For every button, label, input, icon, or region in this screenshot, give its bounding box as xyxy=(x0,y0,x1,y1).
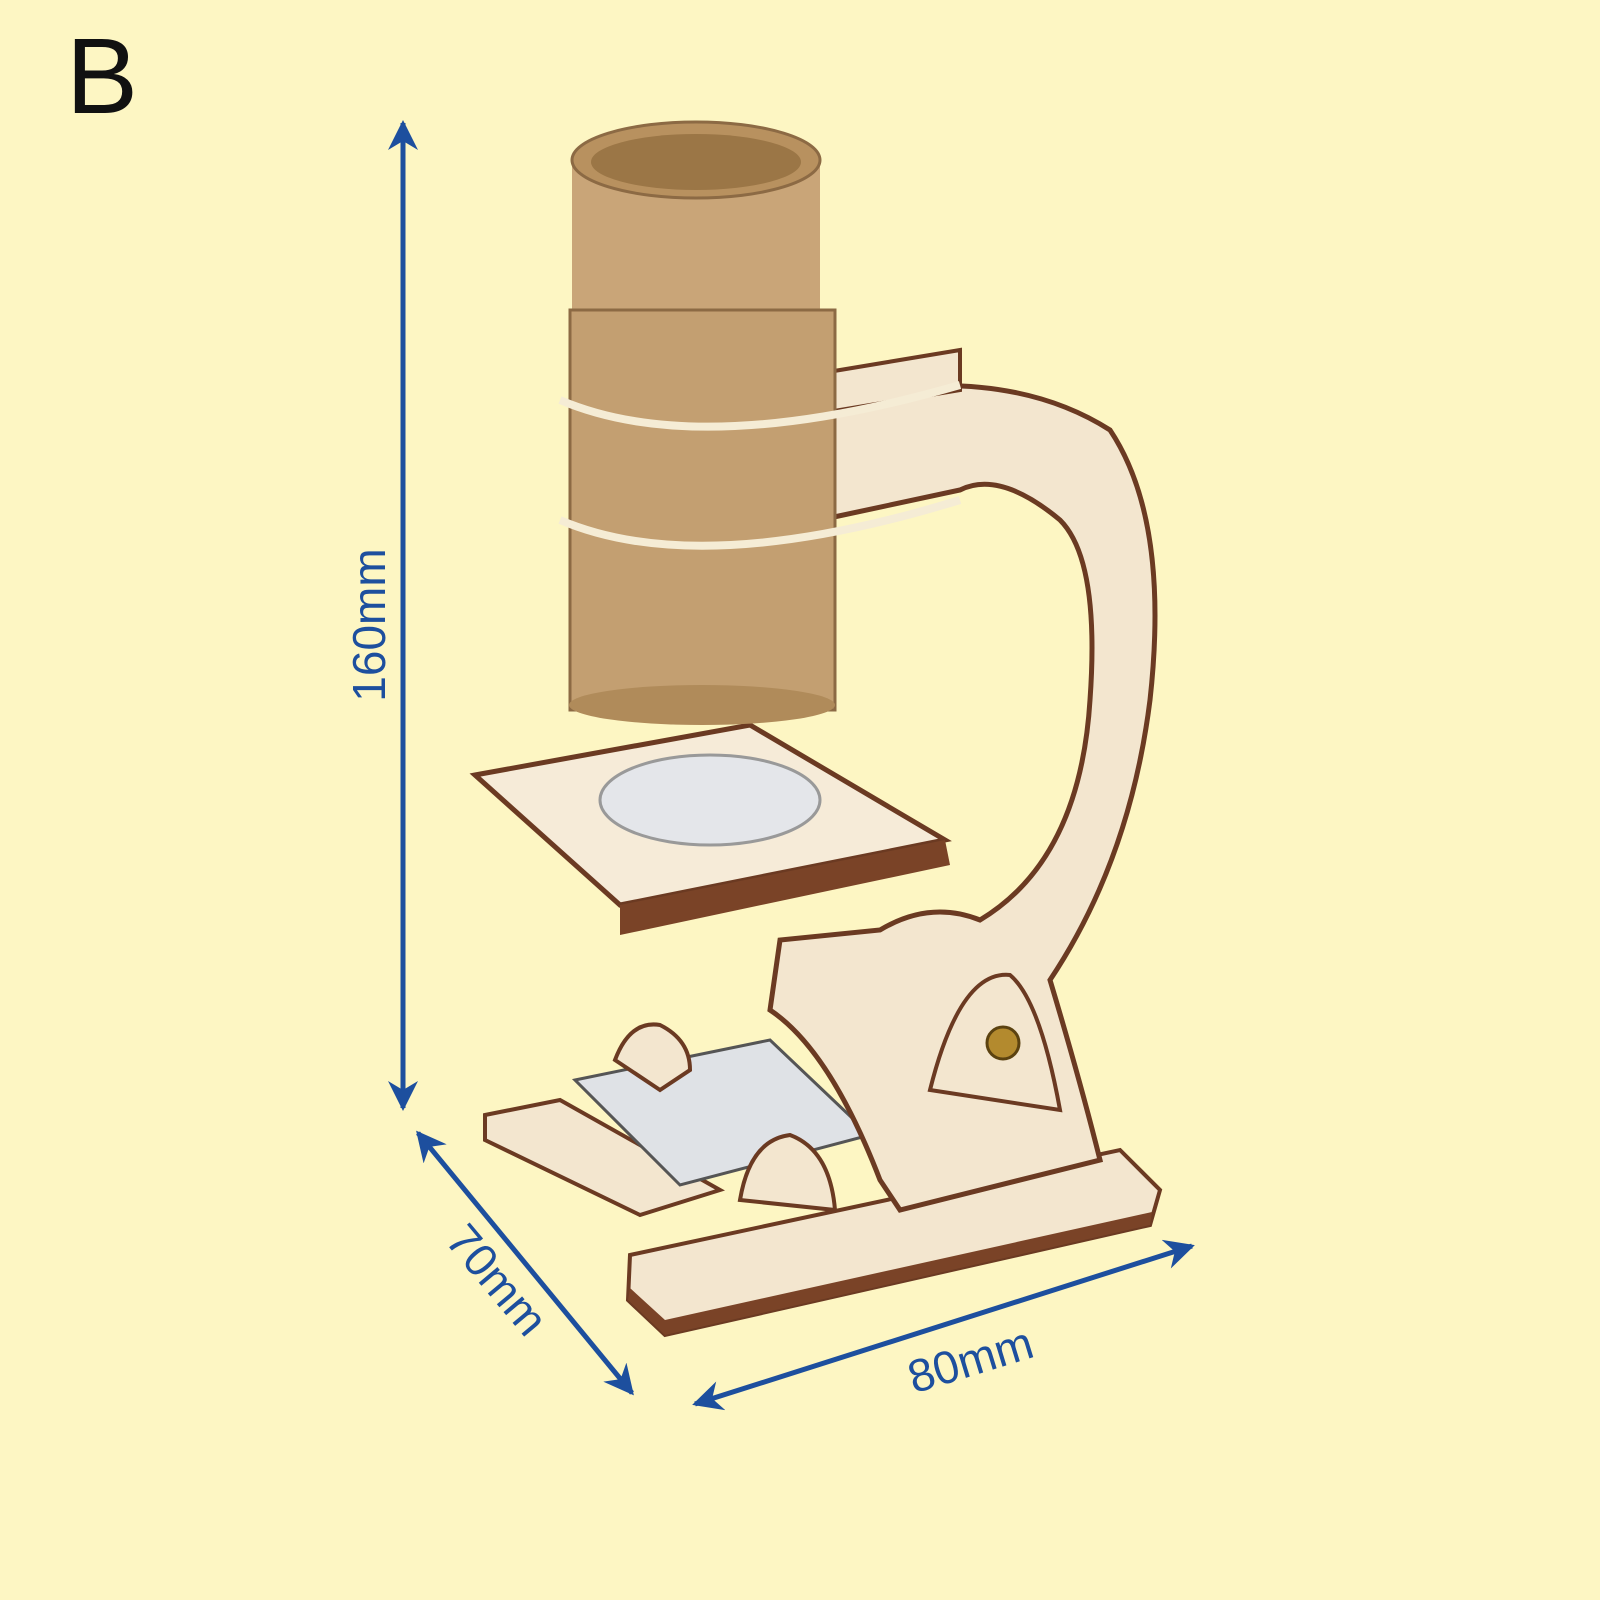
depth-arrow xyxy=(416,1130,634,1396)
width-arrow xyxy=(692,1239,1195,1411)
focus-screw-icon xyxy=(985,1025,1021,1061)
stage xyxy=(469,722,952,935)
eyepiece-tube xyxy=(558,120,962,725)
height-label: 160mm xyxy=(343,548,395,701)
panel-label: B xyxy=(66,15,139,136)
